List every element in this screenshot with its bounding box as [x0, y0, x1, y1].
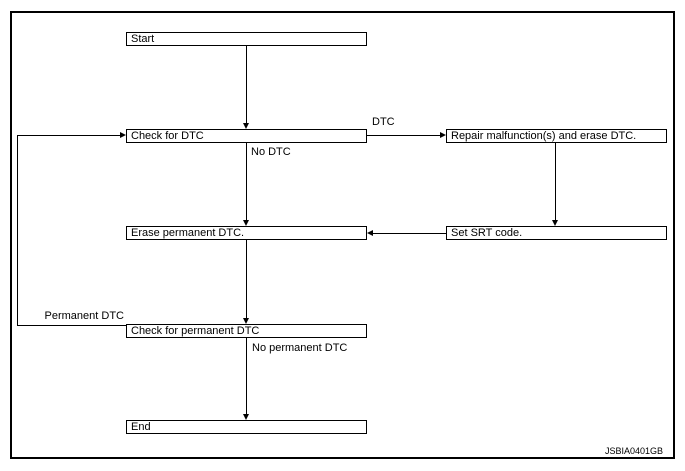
edge-set-srt-to-erase-line	[373, 233, 446, 234]
edge-feedback-bottom-line	[17, 325, 126, 326]
edge-set-srt-to-erase-arrow-icon	[367, 230, 373, 236]
edge-check-permanent-to-end-line	[246, 338, 247, 414]
edge-label-permanent-dtc: Permanent DTC	[44, 310, 124, 322]
edge-erase-to-check-permanent-arrow-icon	[243, 318, 249, 324]
edge-check-permanent-to-end-arrow-icon	[243, 414, 249, 420]
edge-repair-to-set-srt-line	[555, 143, 556, 220]
edge-check-dtc-to-repair-line	[367, 135, 440, 136]
node-start: Start	[126, 32, 367, 46]
node-check-dtc: Check for DTC	[126, 129, 367, 143]
edge-check-dtc-to-repair-arrow-icon	[440, 132, 446, 138]
figure-code: JSBIA0401GB	[604, 446, 663, 456]
edge-erase-to-check-permanent-line	[246, 240, 247, 318]
edge-label-no-dtc: No DTC	[251, 146, 291, 158]
edge-start-to-check-dtc-line	[246, 46, 247, 123]
node-set-srt: Set SRT code.	[446, 226, 667, 240]
edge-label-dtc: DTC	[372, 116, 395, 128]
node-erase-permanent: Erase permanent DTC.	[126, 226, 367, 240]
edge-repair-to-set-srt-arrow-icon	[552, 220, 558, 226]
edge-check-dtc-to-erase-arrow-icon	[243, 220, 249, 226]
edge-label-no-permanent-dtc: No permanent DTC	[252, 342, 348, 354]
edge-feedback-top-line	[17, 135, 120, 136]
node-check-permanent: Check for permanent DTC	[126, 324, 367, 338]
edge-feedback-arrow-icon	[120, 132, 126, 138]
node-end: End	[126, 420, 367, 434]
edge-check-dtc-to-erase-line	[246, 143, 247, 220]
node-repair: Repair malfunction(s) and erase DTC.	[446, 129, 667, 143]
edge-start-to-check-dtc-arrow-icon	[243, 123, 249, 129]
edge-feedback-vertical-line	[17, 135, 18, 326]
